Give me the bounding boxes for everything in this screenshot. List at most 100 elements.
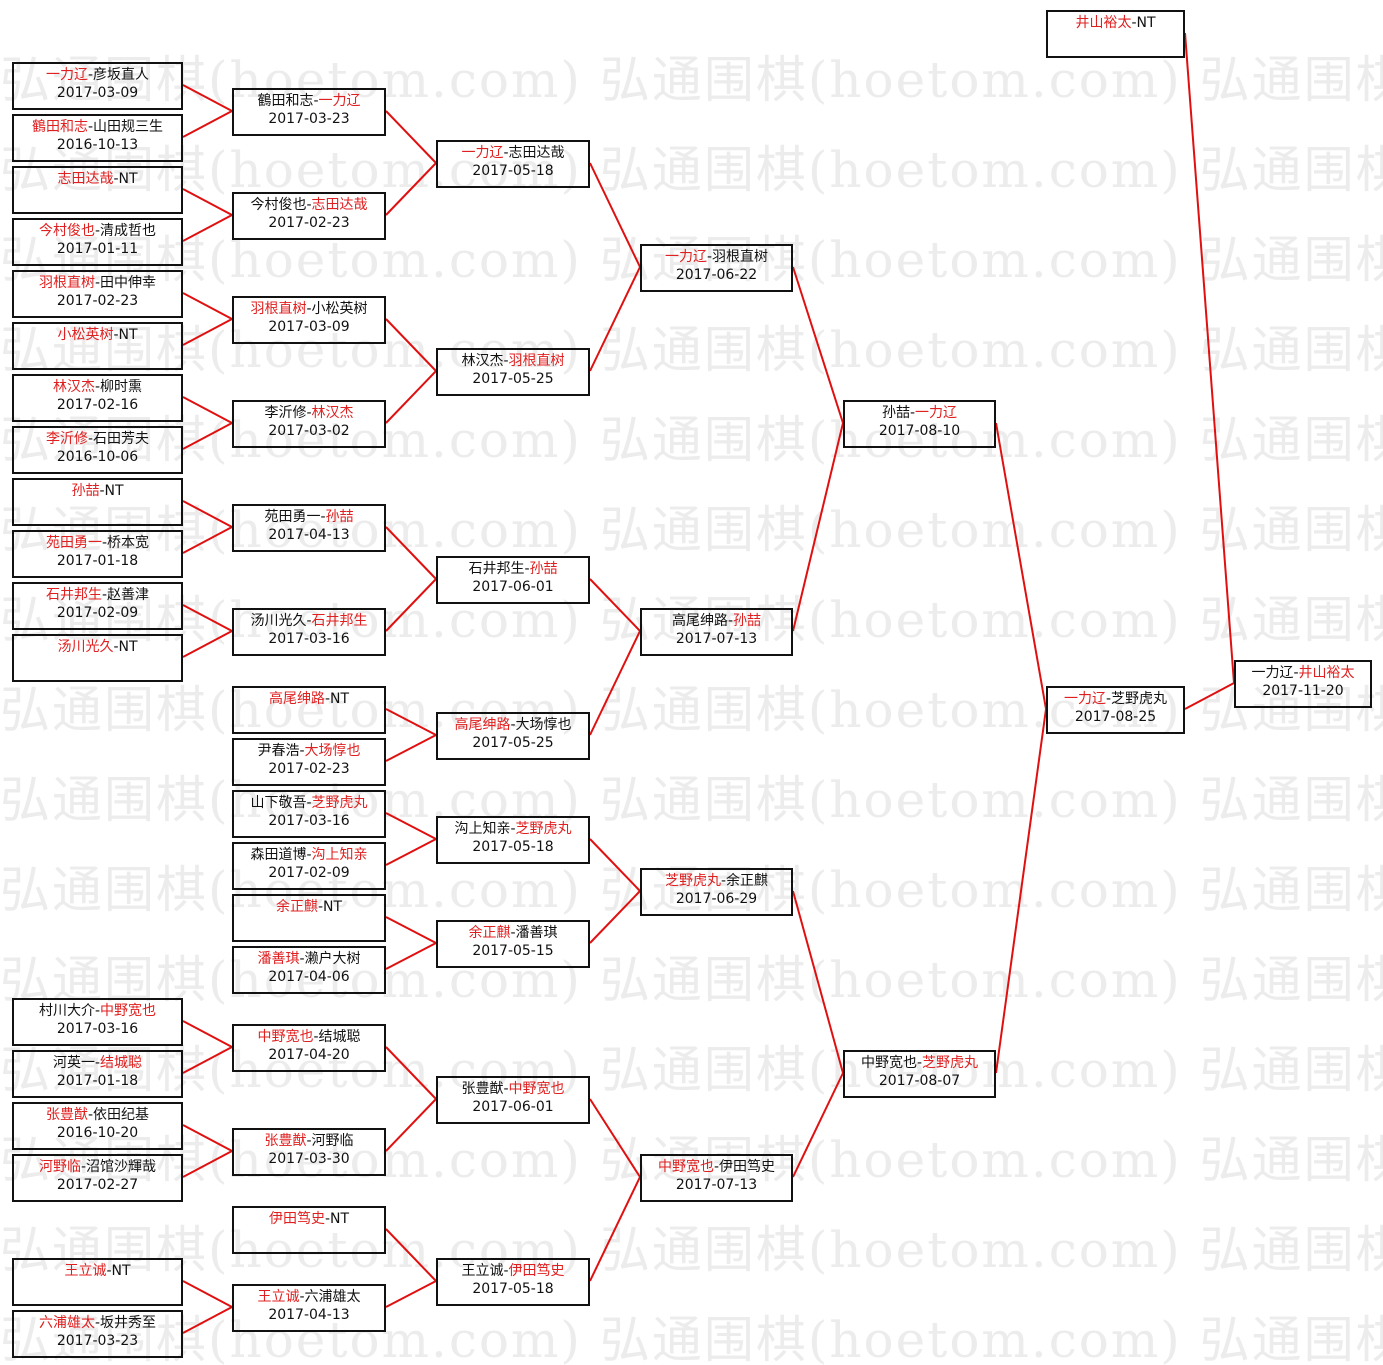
match-box[interactable]: 小松英树-NT: [12, 322, 183, 370]
loser-name: 李沂修: [264, 405, 307, 421]
loser-name: 河野临: [311, 1133, 354, 1149]
match-date: 2017-05-15: [472, 943, 554, 959]
match-box[interactable]: 伊田笃史-NT: [232, 1206, 386, 1254]
loser-name: 伊田笃史: [719, 1159, 776, 1175]
winner-name: 大场惇也: [304, 743, 361, 759]
match-players: 李沂修-石田芳夫: [14, 430, 181, 448]
winner-name: 一力辽: [664, 249, 707, 265]
winner-name: 芝野虎丸: [664, 873, 721, 889]
name-separator: -: [324, 691, 331, 707]
match-date: 2017-06-01: [472, 1099, 554, 1115]
loser-name: 中野宽也: [860, 1055, 917, 1071]
name-separator: -: [94, 1055, 101, 1071]
winner-name: 小松英树: [57, 327, 114, 343]
match-box[interactable]: 志田达哉-NT: [12, 166, 183, 214]
match-players: 孙喆-NT: [14, 482, 181, 500]
connector-line: [385, 1228, 437, 1282]
match-box[interactable]: 高尾绅路-NT: [232, 686, 386, 734]
loser-name: 王立诚: [461, 1263, 504, 1279]
name-separator: -: [101, 535, 108, 551]
loser-name: 结城聪: [318, 1029, 361, 1045]
connector-line: [182, 500, 233, 528]
match-date: 2017-05-25: [472, 371, 554, 387]
match-players: 羽根直树-小松英树: [234, 300, 384, 318]
connector-line: [589, 890, 641, 944]
loser-name: 石井邦生: [468, 561, 525, 577]
loser-name: 孙喆: [881, 405, 910, 421]
name-separator: -: [113, 639, 119, 655]
winner-name: 中野宽也: [100, 1003, 157, 1019]
name-separator: -: [306, 1133, 312, 1149]
connector-line: [182, 1046, 233, 1074]
connector-line: [1184, 682, 1235, 710]
name-separator: -: [503, 1263, 509, 1279]
match-box[interactable]: 井山裕太-NT: [1046, 10, 1185, 58]
connector-line: [182, 1306, 233, 1334]
name-separator: -: [80, 1159, 87, 1175]
match-box[interactable]: 王立诚-NT: [12, 1258, 183, 1306]
match-date: 2017-04-06: [268, 969, 350, 985]
winner-name: 一力辽: [461, 145, 504, 161]
loser-name: NT: [118, 327, 138, 343]
name-separator: -: [510, 717, 516, 733]
match-date: 2017-04-13: [268, 1307, 350, 1323]
connector-line: [182, 1280, 233, 1308]
winner-name: 余正麒: [275, 899, 318, 915]
match-players: 山下敬吾-芝野虎丸: [234, 794, 384, 812]
connector-line: [182, 188, 233, 216]
name-separator: -: [317, 899, 324, 915]
match-box[interactable]: 汤川光久-NT: [12, 634, 183, 682]
connector-line: [792, 1072, 844, 1178]
loser-name: 依田纪基: [93, 1107, 150, 1123]
match-players: 伊田笃史-NT: [234, 1210, 384, 1228]
match-players: 今村俊也-清成哲也: [14, 222, 181, 240]
loser-name: 石田芳夫: [93, 431, 150, 447]
connector-line: [182, 604, 233, 632]
match-box[interactable]: 余正麒-NT: [232, 894, 386, 942]
match-box[interactable]: 孙喆-NT: [12, 478, 183, 526]
winner-name: 一力辽: [45, 67, 88, 83]
